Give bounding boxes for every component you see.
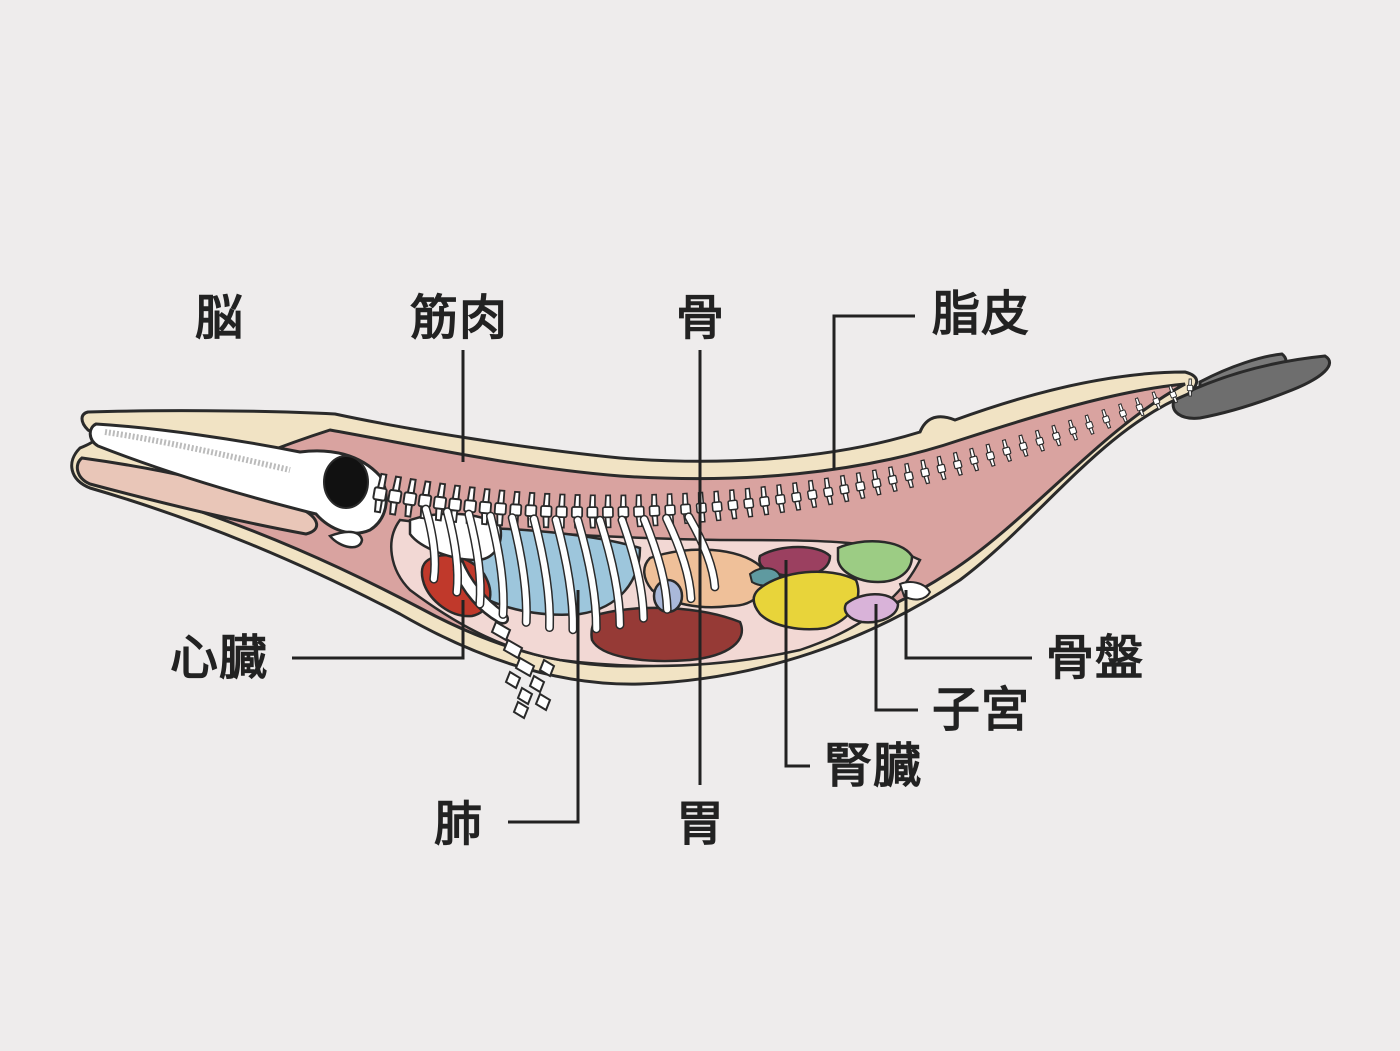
label-blubber: 脂皮 (932, 286, 1031, 342)
vertebra (478, 488, 493, 526)
tail-fluke-icon (1171, 352, 1332, 420)
vertebra (387, 475, 403, 516)
vertebra (839, 474, 850, 503)
vertebra (1186, 378, 1194, 397)
vertebra (1034, 429, 1046, 452)
label-bone: 骨 (676, 290, 726, 346)
vertebra (1134, 397, 1145, 417)
leader-line-blubber (832, 314, 915, 470)
vertebra (1168, 385, 1179, 404)
label-uterus: 子宮 (932, 682, 1031, 738)
rib (487, 513, 507, 618)
skull-icon (88, 422, 388, 549)
eye-socket (323, 455, 369, 509)
rib (465, 511, 484, 608)
vertebra (586, 494, 599, 529)
rib (663, 515, 694, 602)
vertebra (855, 471, 866, 500)
vertebra (743, 487, 755, 518)
vertebra (969, 447, 980, 472)
leader-line-kidney (784, 560, 810, 768)
rib (641, 516, 671, 613)
leader-line-heart (292, 600, 465, 660)
vertebra (887, 466, 898, 493)
vertebra (1001, 438, 1013, 462)
vertebra (664, 493, 676, 526)
rib (574, 517, 600, 632)
vertebra (1067, 419, 1079, 441)
rib (596, 517, 623, 628)
label-brain: 脳 (195, 290, 245, 346)
label-muscle: 筋肉 (410, 290, 509, 346)
vertebra (952, 451, 963, 476)
vertebra (711, 490, 723, 522)
rib (531, 515, 553, 631)
vertebra (727, 489, 739, 520)
leader-line-uterus (874, 604, 918, 712)
vertebra (903, 462, 915, 489)
vertebra (601, 494, 614, 529)
vertebra (539, 492, 553, 529)
liver-organ (590, 606, 743, 663)
rib-bones (421, 504, 720, 635)
rib (552, 516, 576, 633)
intestine-organ (836, 540, 914, 584)
label-stomach: 胃 (676, 796, 726, 852)
vertebra (372, 472, 388, 514)
rib (685, 513, 718, 590)
kidney-organ (752, 570, 860, 631)
vertebra (1051, 424, 1062, 447)
vertebra (493, 489, 508, 527)
leader-line-pelvis (904, 590, 1032, 660)
vertebra (920, 459, 931, 485)
rib (422, 506, 438, 583)
rib (444, 508, 461, 596)
leader-line-lung (508, 590, 580, 824)
vertebra (823, 477, 834, 506)
rib (509, 514, 530, 626)
label-pelvis: 骨盤 (1046, 630, 1145, 686)
uterus-organ (843, 593, 900, 624)
vertebra (402, 478, 418, 518)
vertebra (1101, 408, 1112, 429)
vertebra (806, 479, 818, 509)
vertebra (871, 469, 882, 496)
vertebra (936, 455, 947, 481)
vertebra (1084, 414, 1095, 435)
label-lung: 肺 (434, 796, 484, 852)
vertebra (432, 482, 448, 522)
vertebra (791, 482, 802, 511)
vertebra (774, 484, 786, 514)
vertebra (1018, 434, 1029, 457)
label-heart: 心臓 (170, 630, 269, 686)
vertebra (648, 493, 661, 527)
vertebra (1118, 403, 1128, 423)
flipper-bones (490, 620, 556, 720)
rib (619, 517, 647, 622)
vertebra (1151, 391, 1162, 410)
vertebra (759, 485, 771, 516)
leader-lines (292, 314, 1032, 824)
label-kidney: 腎臓 (824, 738, 923, 794)
vertebra (985, 443, 996, 467)
